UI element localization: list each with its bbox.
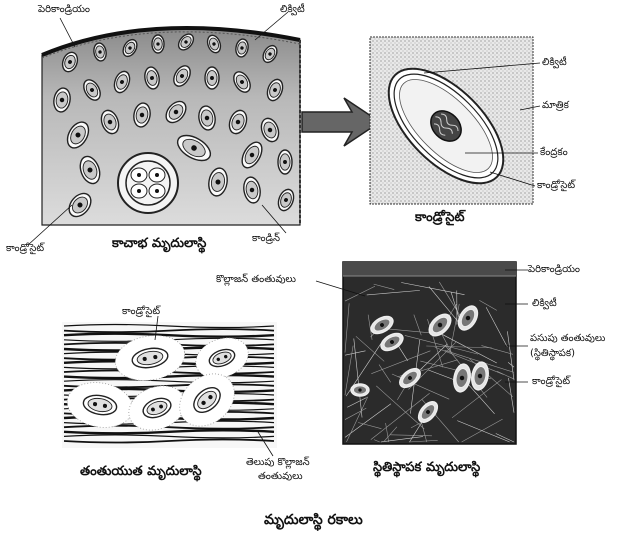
caption-elastic: స్థితిస్థాపక మృదులాస్థి [373,460,480,478]
label-collagen-elastic: కొల్లాజన్ తంతువులు [216,274,296,286]
caption-chondrocyte: కాండ్రోసైట్ [415,210,465,228]
diagram-title: మృదులాస్థి రకాలు [264,512,363,531]
label-lacuna-hyaline: లిక్విటీ [280,4,305,16]
label-white-collagen-line2: తంతువులు [258,471,303,483]
label-white-collagen-line1: తెలుపు కొల్లాజన్ [246,457,310,469]
label-chondrin: కాండ్రిన్ [252,233,280,245]
caption-fibrous: తంతుయుత మృదులాస్థి [80,464,202,482]
label-chondrocyte-detail: కాండ్రోసైట్ [537,180,575,192]
label-matrix: మాత్రిక [542,100,569,112]
lacuna [351,384,369,396]
hyaline-cell-nest [118,153,178,213]
label-lacuna-detail: లిక్విటీ [542,57,567,69]
lacuna [278,150,292,174]
chondrocyte-detail-block [369,37,533,204]
lacuna [205,67,219,89]
label-chondrocyte-hyaline: కాండ్రోసైట్ [6,243,44,255]
label-nucleus: కేంద్రకం [540,147,568,159]
label-yellow-fibers-line2: (స్థితిస్థాపక) [530,348,575,360]
lacuna [152,35,164,53]
label-chondrocyte-fibrous: కాండ్రోసైట్ [122,306,160,318]
label-yellow-fibers-line1: పసుపు తంతువులు [530,333,605,345]
arrow-icon [302,98,380,146]
label-lacuna-elastic: లిక్విటీ [532,298,557,310]
label-perichondrium-elastic: పెరికాండ్రియం [528,264,580,276]
caption-hyaline: కాచాభ మృదులాస్థి [112,236,206,254]
label-perichondrium-hyaline: పెరికాండ్రియం [38,4,90,16]
label-chondrocyte-elastic: కాండ్రోసైట్ [532,376,570,388]
